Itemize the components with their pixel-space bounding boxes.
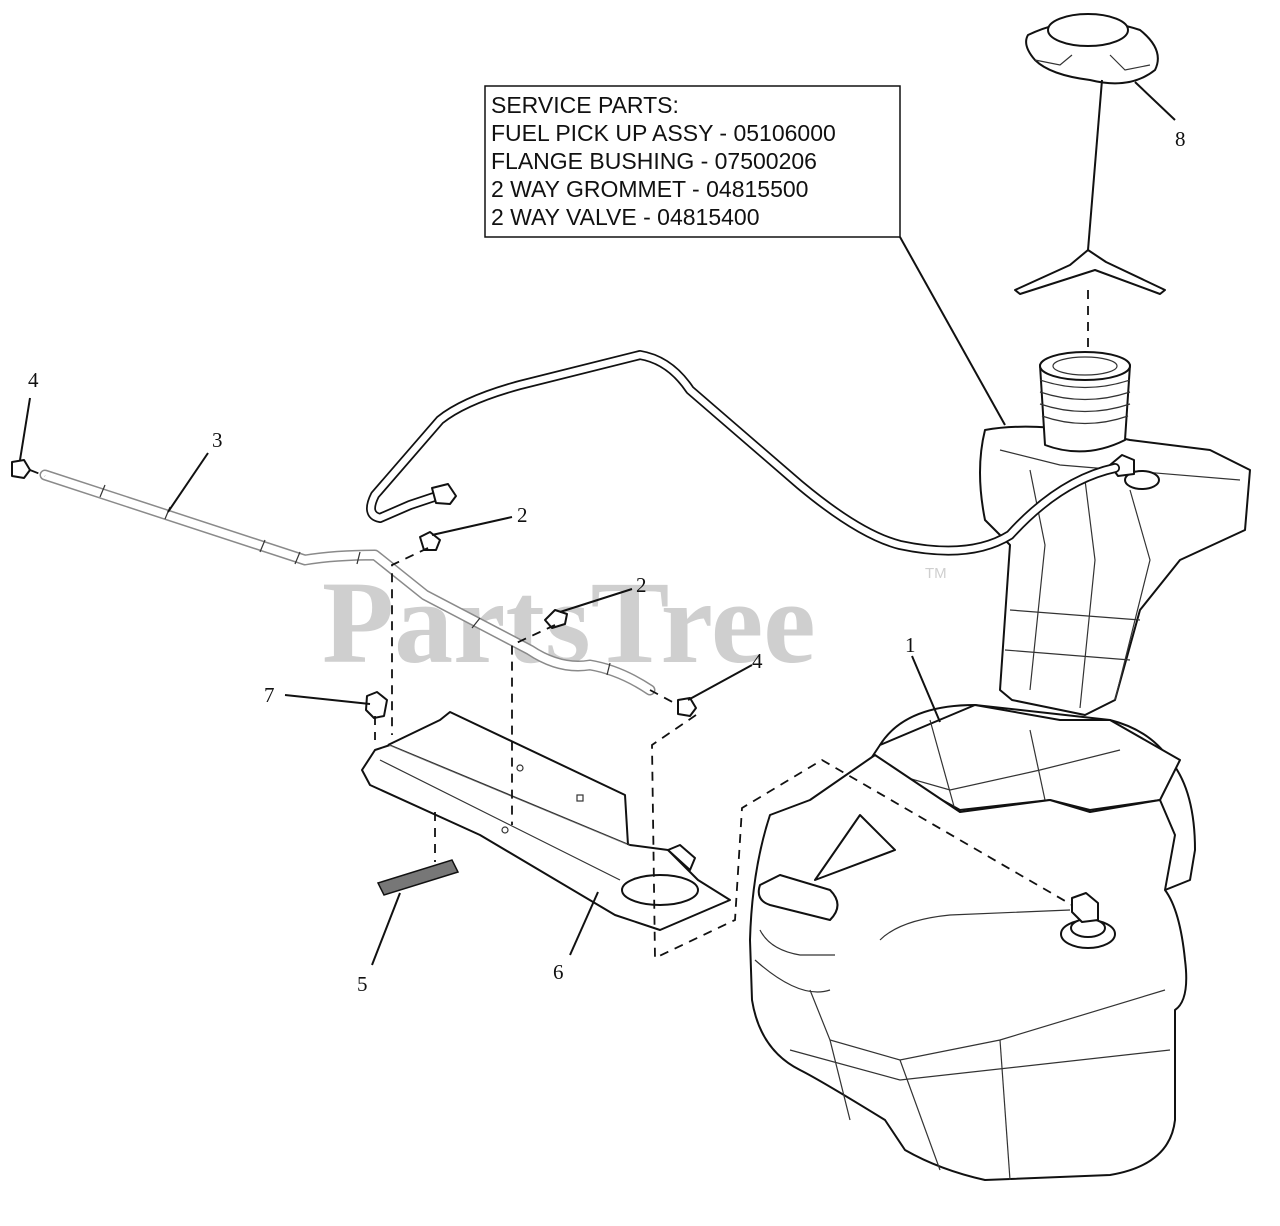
service-part-valve: 2 WAY VALVE - 04815400	[491, 204, 760, 230]
hose-clamp-2-upper	[419, 531, 441, 551]
callout-7: 7	[264, 683, 275, 707]
fitting-part-7	[365, 691, 388, 719]
callout-2-upper: 2	[517, 503, 528, 527]
service-part-flange-bushing: FLANGE BUSHING - 07500206	[491, 148, 817, 174]
assembly-dashed-lines	[29, 290, 1089, 960]
callout-1: 1	[905, 633, 916, 657]
pad-part-5	[376, 859, 460, 896]
service-part-fuel-pick-up: FUEL PICK UP ASSY - 05106000	[491, 120, 836, 146]
callout-4-left: 4	[28, 368, 39, 392]
callout-5: 5	[357, 972, 368, 996]
service-parts-title: SERVICE PARTS:	[491, 92, 679, 118]
vent-hose	[366, 350, 1120, 556]
leader-lines	[19, 81, 1176, 966]
hose-clip-4-left	[11, 459, 31, 479]
service-part-grommet: 2 WAY GROMMET - 04815500	[491, 176, 808, 202]
callout-2-lower: 2	[636, 573, 647, 597]
callout-8: 8	[1175, 127, 1186, 151]
service-parts-box: SERVICE PARTS: FUEL PICK UP ASSY - 05106…	[484, 85, 901, 238]
callout-labels: 4 3 2 2 4 7 1 8 5 6	[28, 127, 1186, 996]
callout-6: 6	[553, 960, 564, 984]
callout-4-right: 4	[752, 649, 763, 673]
fuel-tank	[749, 351, 1251, 1181]
fuel-hose-part-3	[39, 469, 656, 696]
callout-3: 3	[212, 428, 223, 452]
hose-clip-4-right	[677, 697, 697, 717]
watermark-trademark: TM	[925, 565, 947, 582]
fuel-cap-part-8	[1014, 13, 1166, 295]
tank-bracket-part-6	[361, 711, 731, 931]
